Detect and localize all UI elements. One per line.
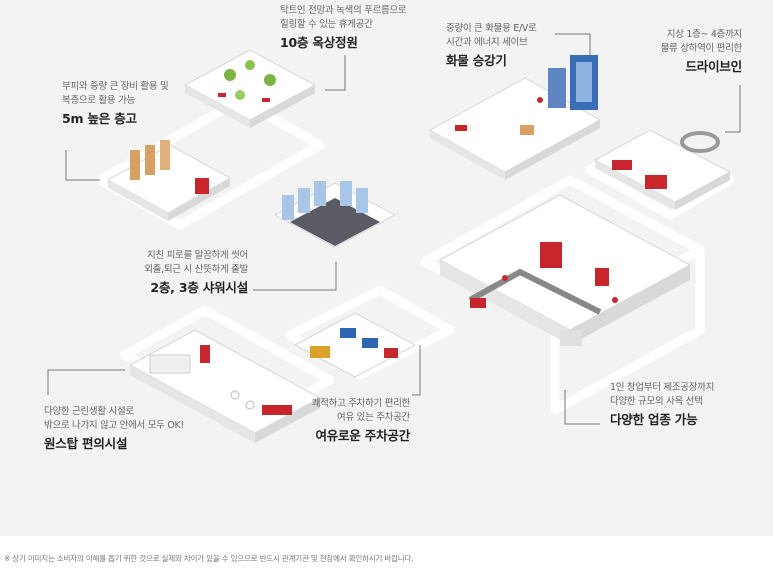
parking-scene bbox=[293, 312, 417, 378]
high-ceiling-callout: 부피와 중량 큰 장비 활용 및 복층으로 활용 가능 5m 높은 층고 bbox=[62, 80, 169, 128]
amenity-callout: 다양한 근린생활 시설로 밖으로 나가지 않고 안에서 모두 OK! 원스탑 편… bbox=[44, 405, 184, 453]
rooftop-garden-callout: 탁트인 전망과 녹색의 푸르름으로 힐링할 수 있는 휴게공간 10층 옥상정원 bbox=[280, 4, 407, 52]
amenity-title: 원스탑 편의시설 bbox=[44, 436, 128, 451]
manufacturing-floor-scene bbox=[438, 194, 692, 346]
rooftop-garden-line1: 탁트인 전망과 녹색의 푸르름으로 bbox=[280, 5, 407, 16]
drive-in-scene bbox=[593, 129, 732, 210]
freight-elevator-callout: 중량이 큰 화물용 E/V로 시간과 에너지 세이브 화물 승강기 bbox=[446, 22, 537, 70]
leader-lines bbox=[47, 33, 741, 425]
shower-title: 2층, 3층 샤워시설 bbox=[150, 280, 248, 295]
shower-line2: 외출,퇴근 시 산뜻하게 출발 bbox=[144, 264, 248, 275]
drive-in-callout: 지상 1층~ 4층까지 물류 상하역이 편리한 드라이브인 bbox=[630, 28, 743, 76]
parking-line1: 쾌적하고 주차하기 편리한 bbox=[311, 398, 411, 409]
freight-elevator-title: 화물 승강기 bbox=[446, 53, 507, 68]
rooftop-garden-line2: 힐링할 수 있는 휴게공간 bbox=[280, 19, 373, 30]
parking-title: 여유로운 주차공간 bbox=[315, 428, 410, 443]
high-ceiling-warehouse-scene bbox=[106, 140, 232, 221]
rooftop-garden-title: 10층 옥상정원 bbox=[280, 35, 358, 50]
high-ceiling-line2: 복층으로 활용 가능 bbox=[62, 95, 135, 106]
shower-callout: 지친 피로를 말끔하게 씻어 외출,퇴근 시 산뜻하게 출발 2층, 3층 샤워… bbox=[118, 249, 248, 297]
freight-elevator-line2: 시간과 에너지 세이브 bbox=[446, 37, 528, 48]
disclaimer-footnote: ※ 상기 이미지는 소비자의 이해를 돕기 위한 것으로 실제와 차이가 있을 … bbox=[4, 554, 414, 563]
convenience-facilities-scene bbox=[128, 329, 322, 443]
business-type-callout: 1인 창업부터 제조공장까지 다양한 규모의 사옥 선택 다양한 업종 가능 bbox=[610, 381, 714, 429]
high-ceiling-line1: 부피와 중량 큰 장비 활용 및 bbox=[62, 81, 169, 92]
business-type-line1: 1인 창업부터 제조공장까지 bbox=[610, 382, 715, 393]
business-type-line2: 다양한 규모의 사옥 선택 bbox=[610, 396, 703, 407]
illustration-canvas: 탁트인 전망과 녹색의 푸르름으로 힐링할 수 있는 휴게공간 10층 옥상정원… bbox=[0, 0, 773, 536]
shower-facility-scene bbox=[273, 181, 397, 248]
drive-in-line1: 지상 1층~ 4층까지 bbox=[666, 29, 743, 40]
amenity-line1: 다양한 근린생활 시설로 bbox=[44, 406, 134, 417]
building-illustration bbox=[47, 33, 741, 443]
amenity-line2: 밖으로 나가지 않고 안에서 모두 OK! bbox=[44, 420, 184, 431]
rooftop-garden-scene bbox=[183, 49, 317, 128]
business-type-title: 다양한 업종 가능 bbox=[610, 412, 698, 427]
drive-in-title: 드라이브인 bbox=[685, 59, 742, 74]
parking-line2: 여유 있는 주차공간 bbox=[337, 412, 410, 423]
freight-elevator-scene bbox=[428, 55, 602, 180]
drive-in-line2: 물류 상하역이 편리한 bbox=[660, 43, 743, 54]
parking-callout: 쾌적하고 주차하기 편리한 여유 있는 주차공간 여유로운 주차공간 bbox=[305, 397, 411, 445]
high-ceiling-title: 5m 높은 층고 bbox=[62, 111, 137, 126]
shower-line1: 지친 피로를 말끔하게 씻어 bbox=[147, 250, 248, 261]
freight-elevator-line1: 중량이 큰 화물용 E/V로 bbox=[446, 23, 537, 34]
